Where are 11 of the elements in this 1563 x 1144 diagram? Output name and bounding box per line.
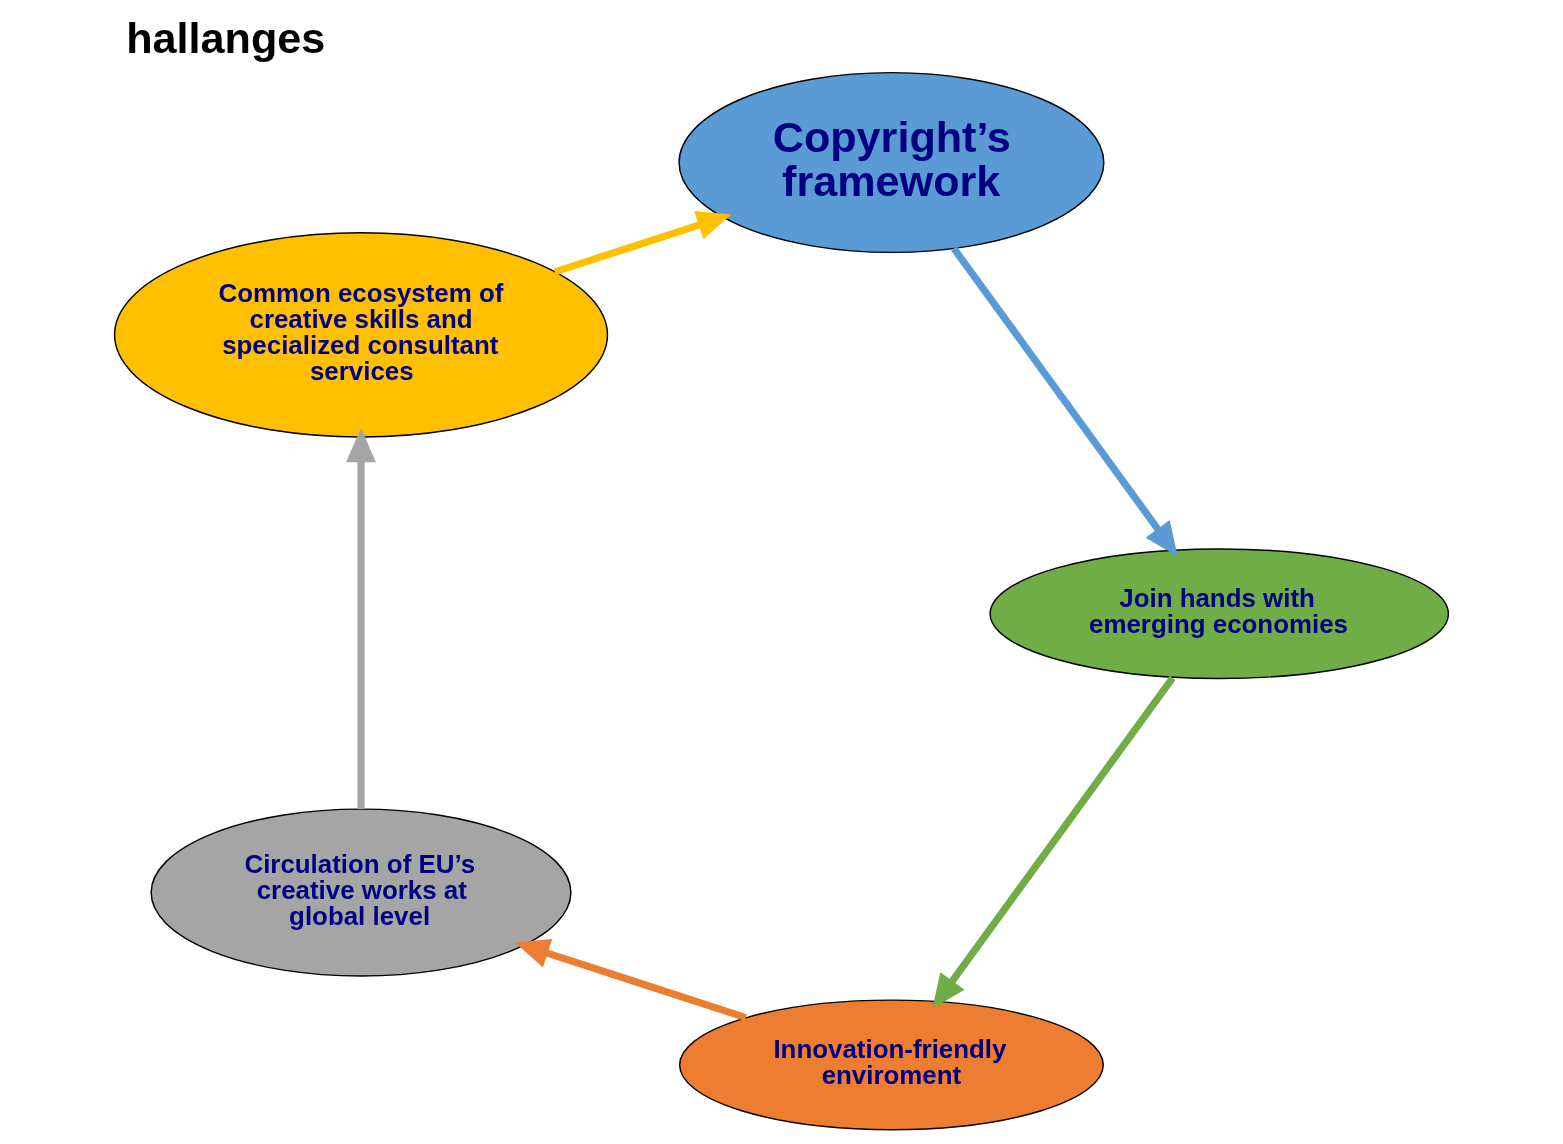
arrow xyxy=(515,938,747,1021)
arrow xyxy=(932,675,1176,1009)
diagram-title: hallanges xyxy=(126,13,326,62)
arrow xyxy=(346,427,376,810)
arrow xyxy=(553,210,732,276)
node-ellipse: Join hands with emerging economies xyxy=(989,548,1450,680)
node-ellipse: Copyright’s framework xyxy=(678,71,1105,254)
arrow xyxy=(950,246,1178,557)
node-ellipse: Innovation-friendly enviroment xyxy=(678,999,1104,1131)
node-ellipse: Circulation of EU’s creative works at global level xyxy=(150,808,572,977)
node-ellipse: Common ecosystem of creative skills and specialized consultant services xyxy=(113,232,609,438)
